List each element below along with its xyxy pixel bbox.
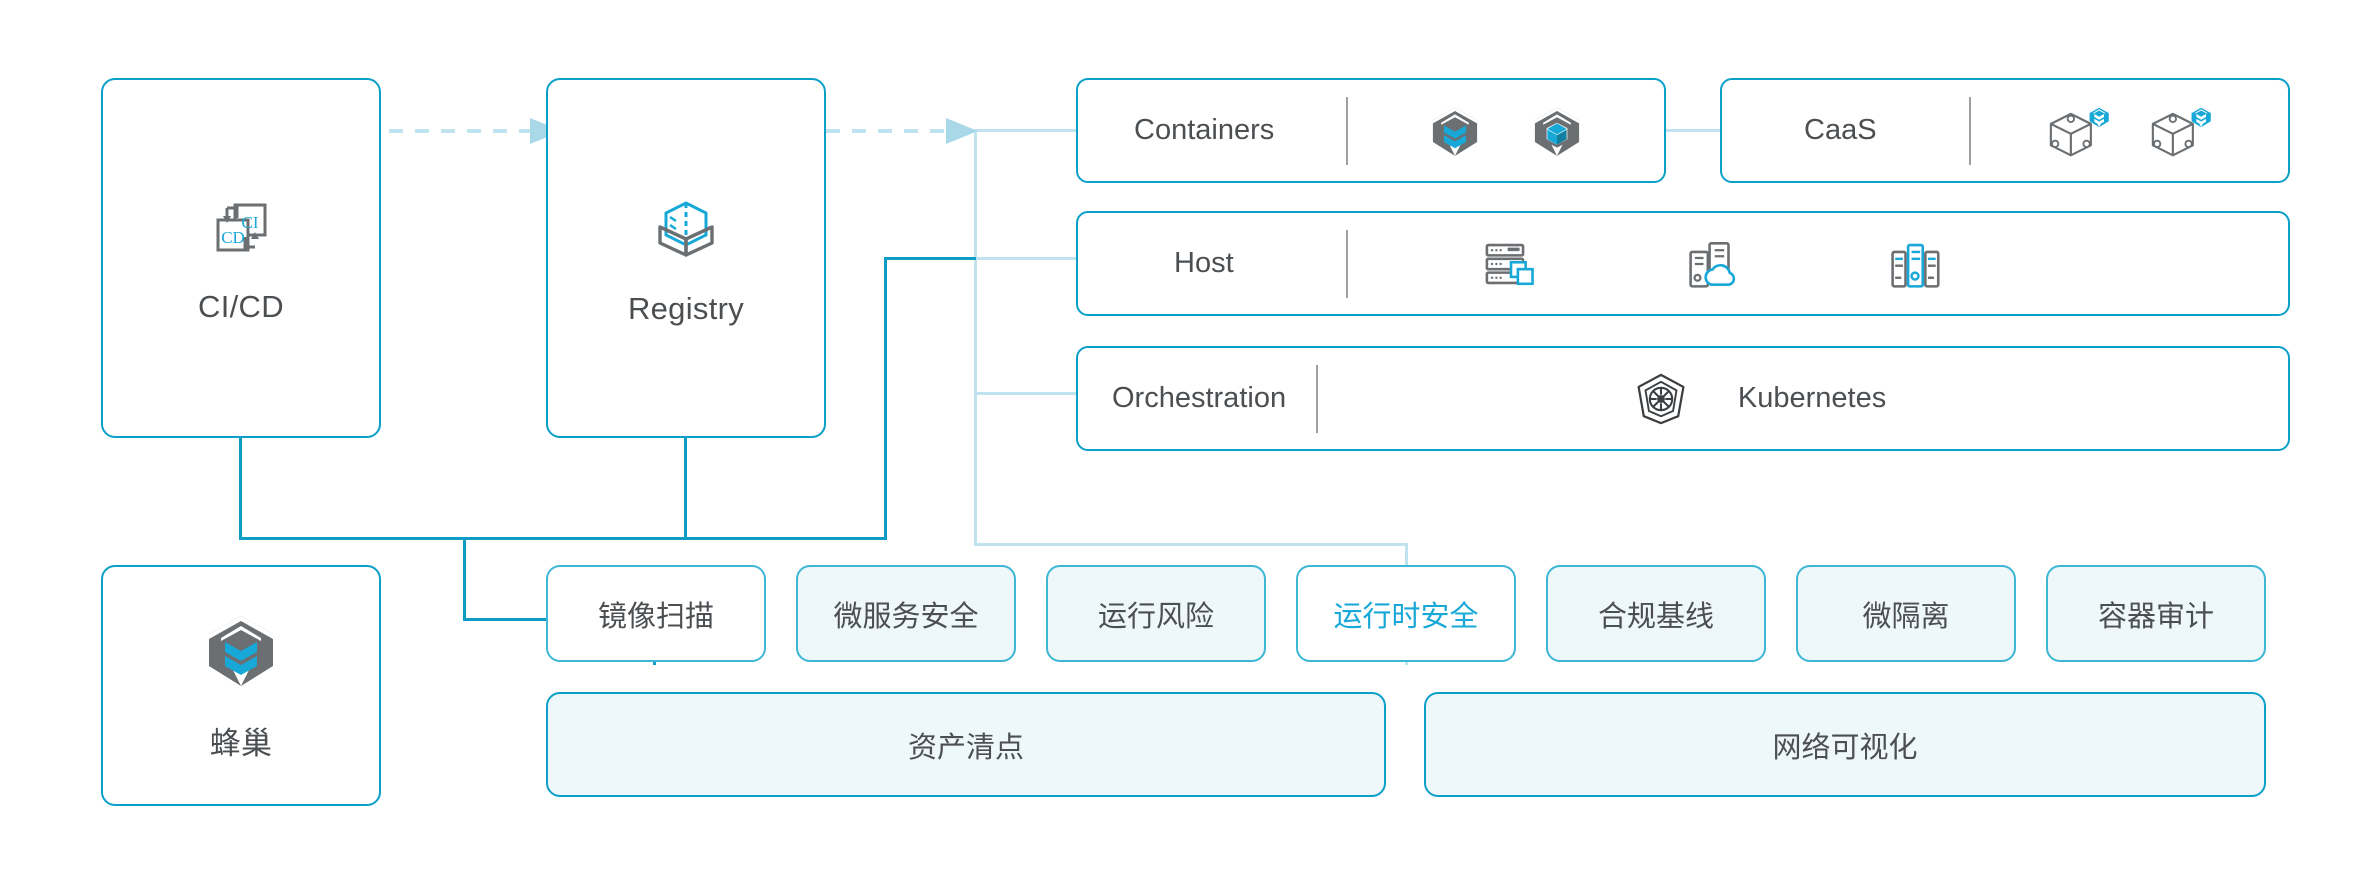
bus-drop [463, 537, 466, 621]
platform-bar-network-visibility[interactable]: 网络可视化 [1424, 692, 2266, 797]
kubernetes-label: Kubernetes [1737, 382, 1887, 414]
branch-host [974, 257, 1078, 260]
layer-orchestration-card[interactable]: Orchestration [1076, 346, 2290, 451]
row-divider [1968, 96, 1971, 165]
svg-text:CI: CI [242, 213, 259, 232]
cicd-icon: CI CD [205, 191, 277, 263]
capability-chip-1[interactable]: 微服务安全 [796, 565, 1016, 662]
pipeline-registry-card[interactable]: Registry [546, 78, 826, 438]
virtualization-server-icon [1480, 233, 1542, 295]
capability-chip-0[interactable]: 镜像扫描 [546, 565, 766, 662]
honeycomb-hex-icon [1426, 102, 1484, 160]
cube-badge-icon [2147, 101, 2213, 161]
cube-badge-icon [2045, 101, 2111, 161]
pipeline-cicd-card[interactable]: CI CD CI/CD [101, 78, 381, 438]
layer-orchestration-label: Orchestration [1112, 382, 1287, 414]
row-divider [1345, 229, 1348, 298]
capability-chip-5[interactable]: 微隔离 [1796, 565, 2016, 662]
registry-label: Registry [627, 291, 745, 326]
platform-bar-asset-inventory[interactable]: 资产清点 [546, 692, 1386, 797]
capability-chip-3[interactable]: 运行时安全 [1296, 565, 1516, 662]
layer-containers-icons [1348, 102, 1664, 160]
honeycomb-shield-logo [199, 608, 283, 692]
open-box-icon [648, 189, 724, 265]
capability-chip-4[interactable]: 合规基线 [1546, 565, 1766, 662]
capability-chip-2[interactable]: 运行风险 [1046, 565, 1266, 662]
row-divider [1346, 96, 1349, 165]
layer-host-label: Host [1174, 247, 1234, 279]
bus-horizontal [239, 537, 887, 540]
cube-hex-icon [1528, 102, 1586, 160]
layer-containers-label: Containers [1134, 114, 1275, 146]
layer-caas-label: CaaS [1804, 114, 1877, 146]
capability-chip-6[interactable]: 容器审计 [2046, 565, 2266, 662]
registry-right-riser [884, 257, 887, 540]
svg-text:CD: CD [221, 228, 245, 247]
cicd-label: CI/CD [198, 289, 284, 324]
row-divider [1316, 364, 1319, 433]
kubernetes-helm-icon [1630, 368, 1692, 430]
layer-containers-card[interactable]: Containers [1076, 78, 1666, 183]
registry-right-stub [884, 257, 976, 260]
layer-caas-icons [1971, 101, 2288, 161]
runtime-elbow-horizontal [974, 543, 1408, 546]
layer-host-card[interactable]: Host [1076, 211, 2290, 316]
containers-to-caas [1663, 129, 1721, 132]
physical-server-icon [1884, 233, 1946, 295]
registry-down [684, 438, 687, 539]
product-card[interactable]: 蜂巢 [101, 565, 381, 806]
branch-orchestration [974, 392, 1078, 395]
layer-orchestration-value: Kubernetes [1318, 368, 2198, 430]
trunk-vertical-light [974, 129, 977, 545]
layer-caas-card[interactable]: CaaS [1720, 78, 2290, 183]
branch-containers [974, 129, 1078, 132]
product-label: 蜂巢 [209, 726, 273, 761]
layer-host-icons [1348, 233, 2078, 295]
cloud-server-icon [1682, 233, 1744, 295]
cicd-down [239, 438, 242, 539]
